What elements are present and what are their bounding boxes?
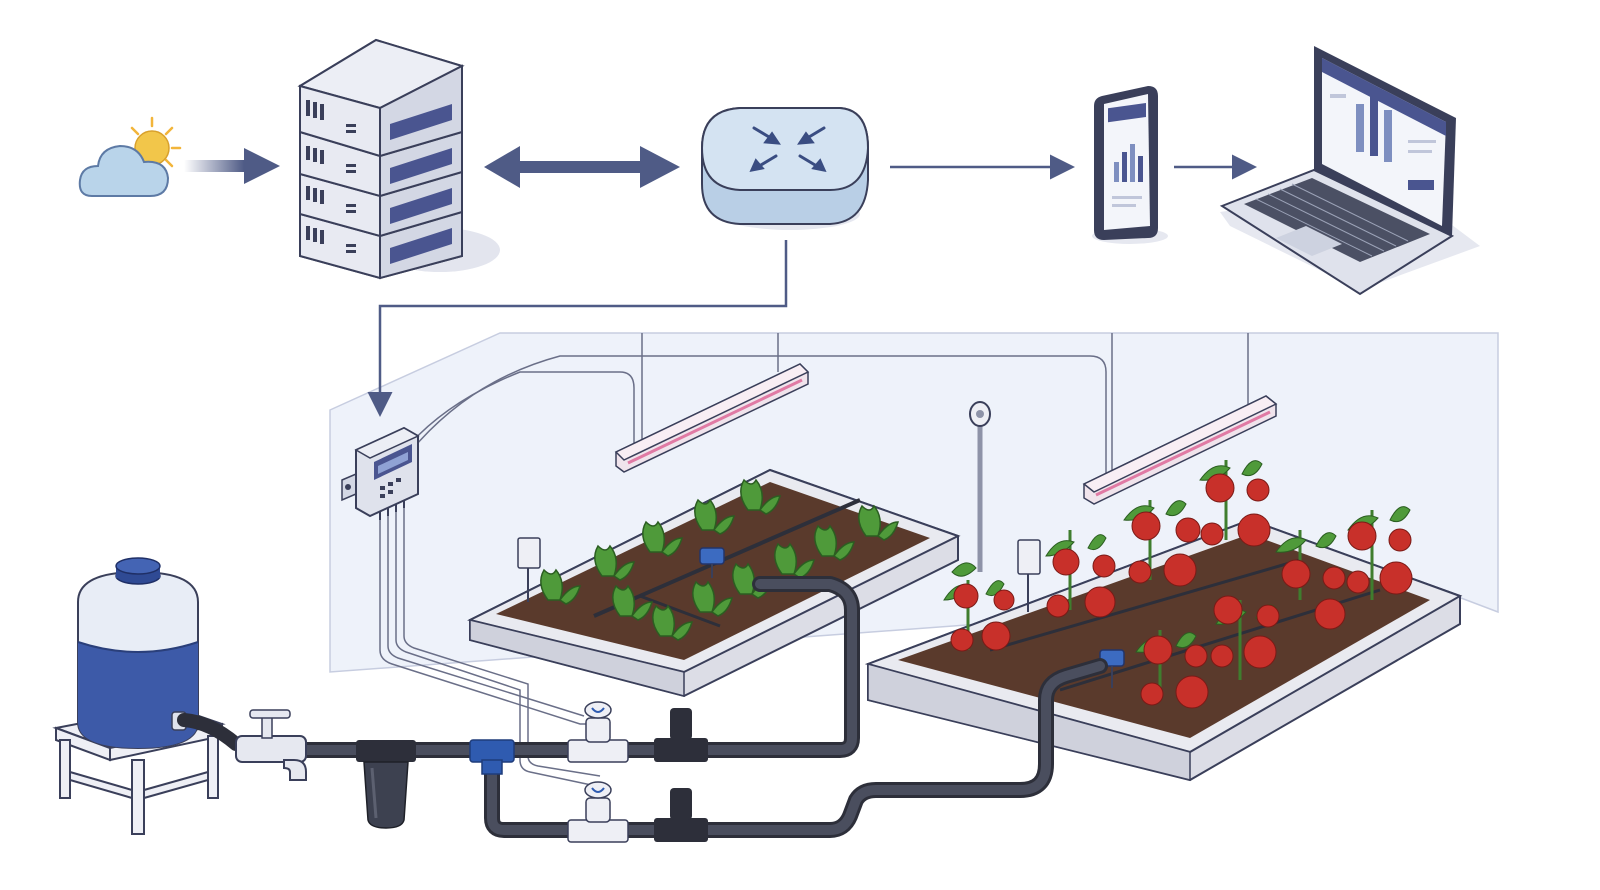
lettuce-plant bbox=[692, 580, 733, 617]
iot-hub-icon bbox=[700, 107, 870, 230]
hub-to-controller-line bbox=[367, 240, 788, 417]
lettuce-plants bbox=[540, 478, 899, 641]
solenoid-valve bbox=[567, 701, 629, 763]
tomato-plant bbox=[1346, 506, 1413, 600]
valve-control-wires bbox=[379, 508, 601, 800]
lighting-control-wires bbox=[409, 333, 1249, 480]
smartphone-dashboard-icon bbox=[1092, 86, 1168, 244]
tomato-plant bbox=[1199, 460, 1271, 547]
gate-valve bbox=[654, 708, 708, 762]
grow-light bbox=[614, 363, 810, 473]
tomato-plant bbox=[943, 562, 1015, 652]
cloud-sun-icon bbox=[78, 116, 182, 197]
tomato-plant bbox=[1275, 530, 1346, 630]
tomato-plant bbox=[1210, 595, 1280, 680]
laptop-dashboard-icon bbox=[1219, 46, 1480, 296]
server-unit bbox=[297, 38, 465, 158]
water-tank-icon bbox=[52, 557, 226, 835]
tomato-plant bbox=[1123, 500, 1201, 587]
irrigation-controller-icon bbox=[341, 426, 420, 520]
lettuce-plant bbox=[594, 544, 635, 581]
soil-sensor bbox=[517, 537, 541, 602]
lettuce-bed bbox=[467, 468, 961, 698]
lettuce-plant bbox=[858, 504, 899, 541]
main-water-pipe bbox=[177, 576, 1108, 838]
tomato-plants bbox=[943, 460, 1413, 709]
server-hub-bidirectional-arrow bbox=[484, 146, 680, 188]
server-stack-icon bbox=[297, 38, 500, 280]
lettuce-plant bbox=[740, 478, 781, 515]
tomato-plant bbox=[1135, 630, 1209, 709]
tee-fitting bbox=[469, 739, 515, 775]
lettuce-plant bbox=[642, 520, 683, 557]
faucet-icon bbox=[235, 709, 307, 781]
lettuce-plant bbox=[652, 604, 693, 641]
gate-valve bbox=[654, 788, 708, 842]
lettuce-plant bbox=[774, 542, 815, 579]
weather-to-server-arrow bbox=[184, 148, 280, 184]
tomato-plant bbox=[1045, 530, 1116, 618]
soil-sensor bbox=[1017, 539, 1041, 612]
grow-light bbox=[1082, 395, 1278, 505]
solenoid-valve bbox=[567, 781, 629, 843]
lettuce-plant bbox=[540, 568, 581, 605]
drip-valve bbox=[699, 547, 725, 578]
lettuce-plant bbox=[694, 498, 735, 535]
lettuce-plant bbox=[612, 584, 653, 621]
climate-sensor-post bbox=[969, 401, 991, 572]
water-filter-icon bbox=[356, 740, 416, 829]
lettuce-plant bbox=[814, 524, 855, 561]
